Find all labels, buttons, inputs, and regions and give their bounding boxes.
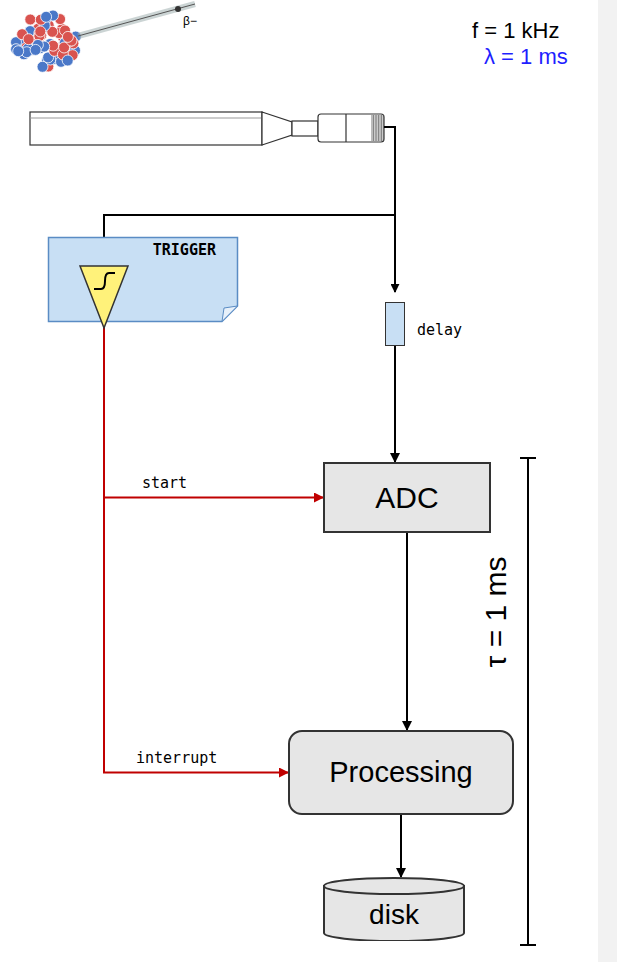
node-text: TRIGGER [153, 241, 216, 259]
particle-label: β− [183, 14, 197, 28]
discriminator-symbol [80, 266, 128, 328]
electron [175, 6, 181, 12]
node-text: Processing [329, 756, 472, 789]
beta-track [78, 4, 195, 36]
connector [400, 815, 402, 877]
side-strip [598, 0, 617, 962]
delay-box: delay [385, 302, 405, 346]
trigger-panel: TRIGGER [48, 237, 238, 322]
frequency-label: f = 1 kHz [472, 18, 559, 44]
beta-track [78, 4, 195, 36]
signal-label: start [140, 474, 189, 492]
adc-box: ADC [323, 462, 491, 533]
time-label: τ = 1 ms [479, 556, 513, 667]
connector [104, 322, 288, 773]
node-text: disk [323, 877, 465, 931]
disk-cylinder: disk [323, 877, 465, 941]
connector [406, 533, 408, 730]
node-text: delay [417, 321, 462, 339]
period-label: λ = 1 ms [484, 44, 568, 70]
processing-box: Processing [288, 730, 514, 815]
time-bracket [520, 458, 536, 945]
connector [104, 322, 323, 498]
detector [30, 112, 384, 145]
node-text: ADC [375, 481, 438, 515]
signal-label: interrupt [134, 749, 219, 767]
connector [394, 346, 396, 462]
nucleus [11, 10, 82, 72]
